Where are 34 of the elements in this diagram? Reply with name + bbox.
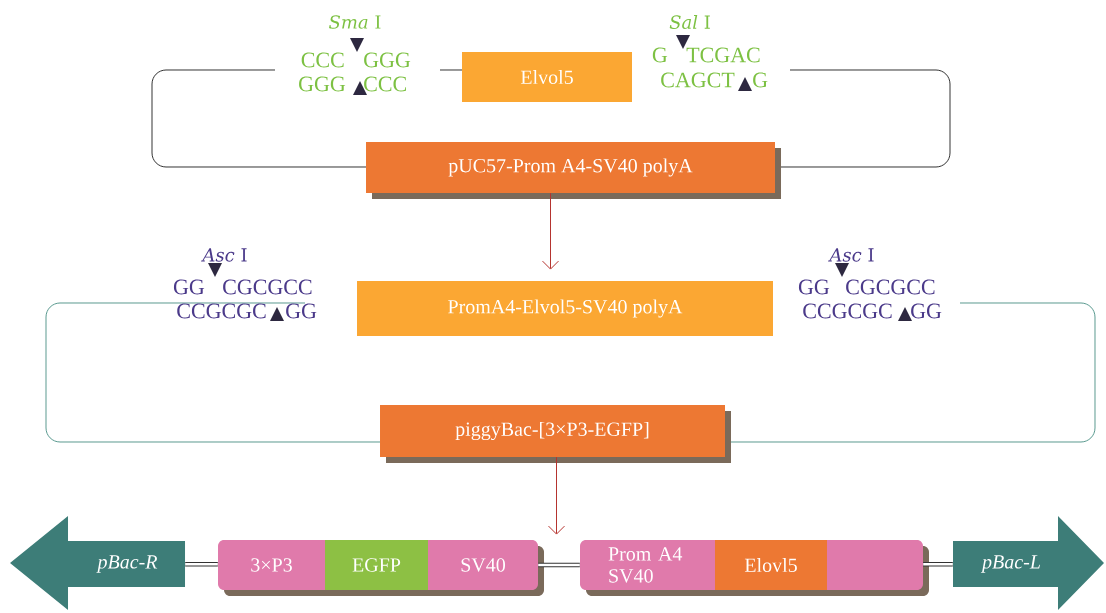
sequence-label: GGG [299,76,346,92]
enzyme-label: Asc Ⅰ [201,248,247,262]
sequence-label: GG [173,279,205,295]
sequence-label: GG [286,303,317,319]
arrow [548,456,565,535]
segment-label: Prom A4 SV40 [608,547,683,583]
sequence-label: CAGCT [661,72,735,88]
sequence-label: CCGCGC [803,303,892,319]
gene-box: Elvol5 [462,52,632,102]
enzyme-label: Sal Ⅰ [669,15,710,29]
sequence-label: TCGAC [686,47,760,63]
sequence-label: CCC [301,52,344,68]
cassette-box: PromA4-Elvol5-SV40 polyA [357,281,773,336]
sequence-label: G [753,72,768,88]
gene-segment: EGFP [325,540,428,590]
connector-line [538,562,580,568]
sequence-label: CCGCGC [177,303,266,319]
sequence-label: G [652,47,668,63]
vector-box: pUC57-Prom A4-SV40 polyA [366,142,781,199]
enzyme-label: Sma Ⅰ [329,15,381,29]
vector-box: piggyBac-[3×P3-EGFP] [380,405,731,463]
sequence-label: CCC [364,76,406,92]
segment-label: SV40 [461,558,505,572]
gene-segment: Elovl5 [715,540,827,590]
sequence-label: CGCGCC [846,279,935,295]
sequence-label: GGG [364,52,411,68]
connector-line [185,561,218,567]
sequence-label: CGCGCC [223,279,312,295]
enzyme-label: Asc Ⅰ [828,248,874,262]
sequence-label: GG [911,303,942,319]
segment-label: 3×P3 [251,558,292,572]
sequence-label: GG [798,279,830,295]
connector-line [923,561,953,567]
arrow [542,192,559,270]
